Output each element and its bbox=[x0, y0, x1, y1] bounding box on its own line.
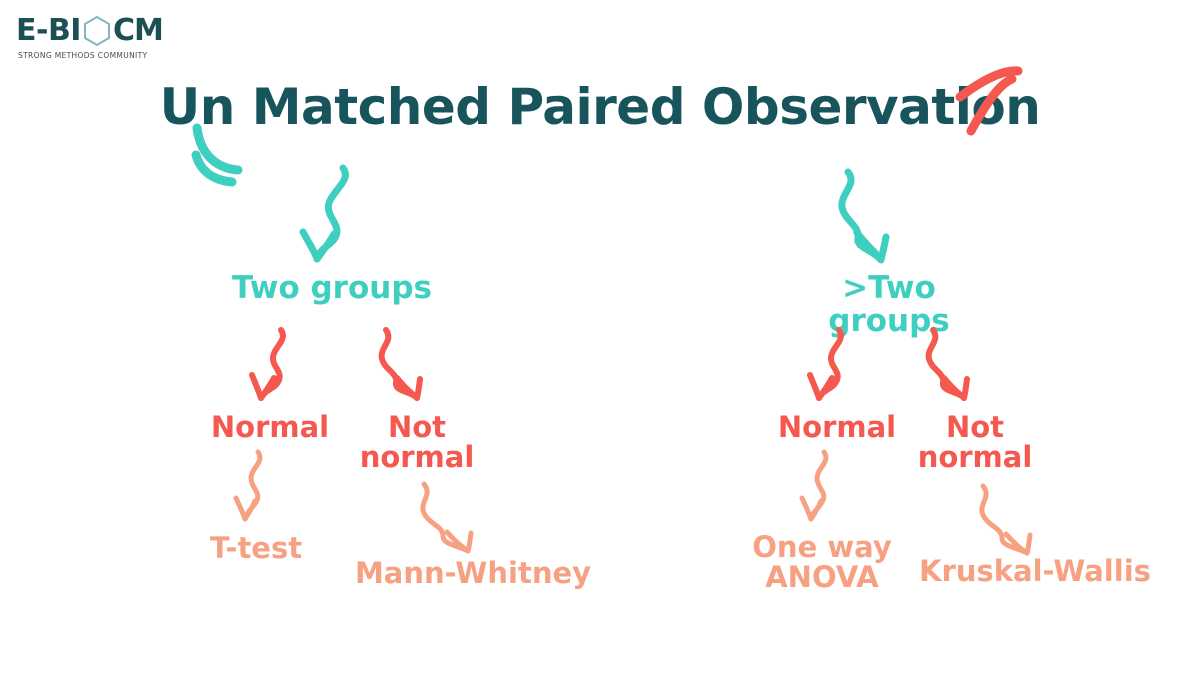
logo-wordmark: E-BI CM bbox=[16, 14, 216, 48]
arrow-two-groups-to-not-normal bbox=[378, 327, 423, 401]
logo-tagline: STRONG METHODS COMMUNITY bbox=[18, 51, 148, 60]
node-more-than-two-groups[interactable]: >Two groups bbox=[828, 270, 950, 339]
page-title: Un Matched Paired Observation bbox=[159, 78, 1041, 136]
hexagon-icon bbox=[82, 15, 112, 47]
node-left-normal[interactable]: Normal bbox=[210, 410, 330, 444]
arrow-more-groups-to-normal bbox=[807, 327, 844, 401]
arrow-more-groups-to-not-normal bbox=[925, 327, 970, 401]
node-t-test[interactable]: T-test bbox=[209, 531, 303, 565]
node-kruskal-wallis[interactable]: Kruskal-Wallis bbox=[919, 554, 1151, 588]
node-right-not-normal[interactable]: Not normal bbox=[917, 410, 1033, 475]
arrow-not-normal-to-kruskal-wallis bbox=[979, 483, 1033, 556]
arrow-two-groups-to-normal bbox=[249, 327, 286, 401]
teal-arc-decoration bbox=[191, 123, 243, 187]
arrow-normal-to-one-way-anova bbox=[799, 449, 829, 522]
arrow-title-to-more-than-two-groups bbox=[838, 168, 890, 264]
node-left-not-normal[interactable]: Not normal bbox=[359, 410, 475, 475]
logo-text-right: CM bbox=[112, 13, 164, 48]
logo-text-left: E-BI bbox=[16, 13, 81, 48]
arrow-normal-to-t-test bbox=[233, 449, 263, 522]
node-two-groups[interactable]: Two groups bbox=[232, 270, 432, 306]
node-one-way-anova[interactable]: One way ANOVA bbox=[752, 530, 892, 595]
brand-logo: E-BI CM STRONG METHODS COMMUNITY bbox=[16, 14, 216, 72]
arrow-not-normal-to-mann-whitney bbox=[420, 481, 474, 554]
node-mann-whitney[interactable]: Mann-Whitney bbox=[354, 556, 592, 590]
node-right-normal[interactable]: Normal bbox=[777, 410, 897, 444]
arrow-title-to-two-groups bbox=[299, 164, 349, 263]
